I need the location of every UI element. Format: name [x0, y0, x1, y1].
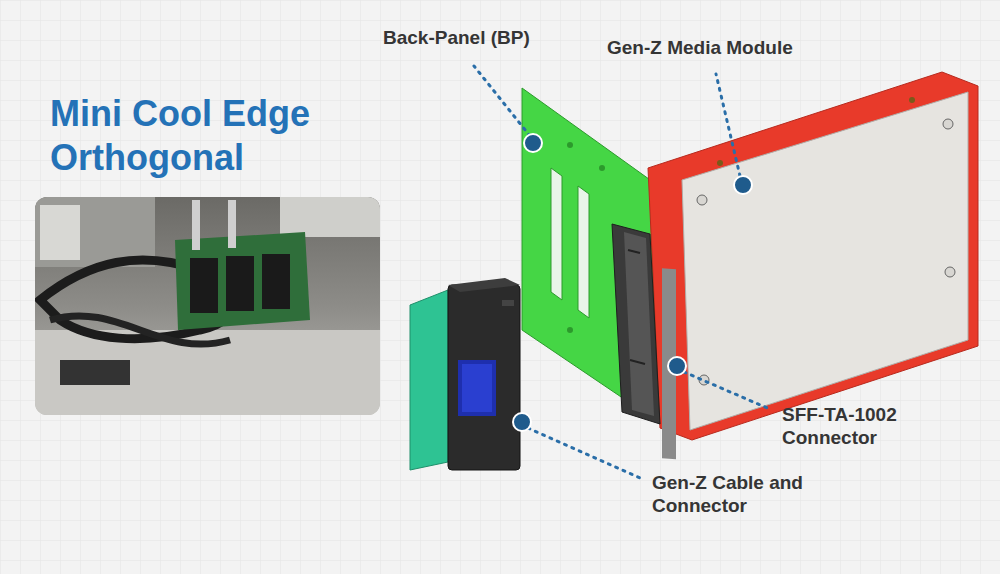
leader-line [474, 66, 530, 136]
back-panel [522, 88, 673, 432]
callout-label: SFF-TA-1002 Connector [782, 403, 932, 449]
leader-line [716, 74, 740, 176]
callout-label: Gen-Z Media Module [607, 36, 847, 59]
diagram-title: Mini Cool Edge Orthogonal [50, 92, 350, 180]
callout-dot [513, 413, 531, 431]
leader-line [528, 428, 640, 478]
callout-dots [513, 134, 752, 431]
leader-line [684, 372, 772, 410]
leader-lines [474, 66, 772, 478]
callout-label: Gen-Z Cable and Connector [652, 471, 852, 517]
callout-dot [734, 176, 752, 194]
callout-label: Back-Panel (BP) [383, 26, 573, 49]
sff-connector [612, 224, 660, 424]
media-module [648, 72, 978, 459]
callout-dot [668, 357, 686, 375]
cable-connector [410, 278, 520, 470]
callout-dot [524, 134, 542, 152]
photo-inset [35, 197, 380, 415]
